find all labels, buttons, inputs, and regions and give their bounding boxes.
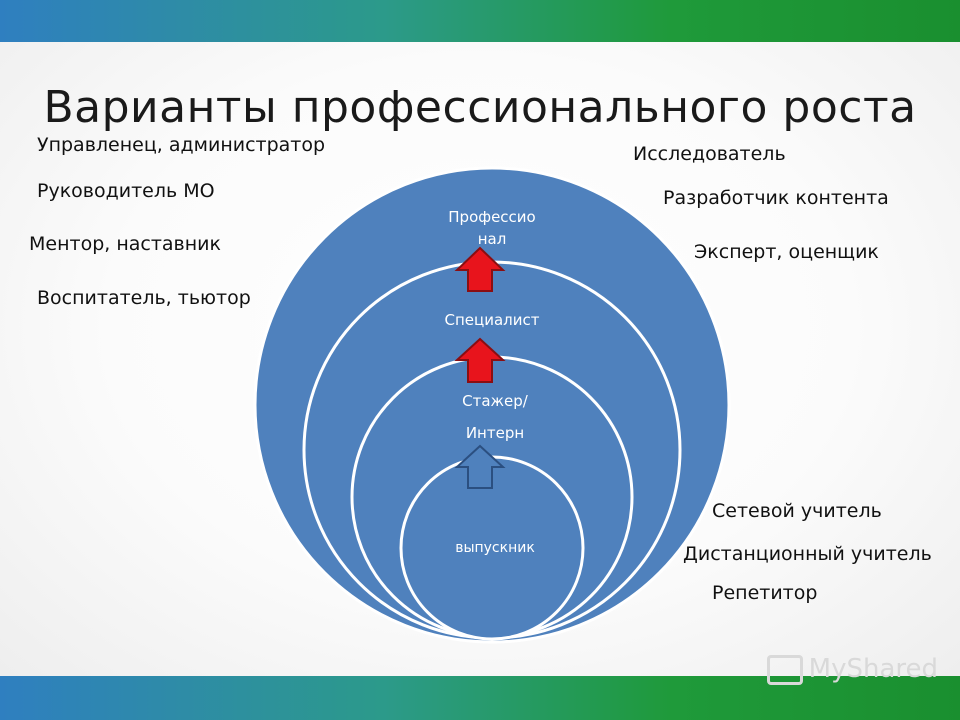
- slide-title: Варианты профессионального роста: [43, 82, 917, 133]
- left-role-item: Руководитель МО: [37, 180, 215, 202]
- blue-up-arrow-icon: [454, 444, 506, 489]
- watermark: MyShared: [766, 654, 938, 685]
- right-top-role-item: Эксперт, оценщик: [694, 241, 879, 263]
- right-bottom-role-item: Репетитор: [712, 582, 818, 604]
- right-top-role-item: Исследователь: [633, 143, 786, 165]
- left-role-item: Ментор, наставник: [29, 233, 222, 255]
- right-top-role-item: Разработчик контента: [663, 187, 889, 209]
- level-professional-label: Профессио нал: [432, 206, 552, 250]
- level-specialist-label: Специалист: [444, 311, 540, 329]
- top-banner: [0, 0, 960, 42]
- level-professional-line2: нал: [477, 230, 507, 248]
- level-intern-line1: Стажер/: [462, 392, 528, 410]
- level-professional-line1: Профессио: [448, 208, 536, 226]
- right-bottom-role-item: Дистанционный учитель: [683, 543, 932, 565]
- level-graduate-label: выпускник: [455, 540, 535, 556]
- red-up-arrow-icon: [454, 246, 506, 292]
- right-bottom-role-item: Сетевой учитель: [712, 500, 882, 522]
- presentation-icon: [766, 654, 803, 685]
- level-intern-line2: Интерн: [465, 424, 525, 442]
- left-role-item: Воспитатель, тьютор: [37, 287, 251, 309]
- left-role-item: Управленец, администратор: [37, 134, 326, 156]
- level-intern-label: Стажер/ Интерн: [430, 385, 560, 449]
- red-up-arrow-icon: [454, 337, 506, 383]
- watermark-text: MyShared: [808, 654, 938, 684]
